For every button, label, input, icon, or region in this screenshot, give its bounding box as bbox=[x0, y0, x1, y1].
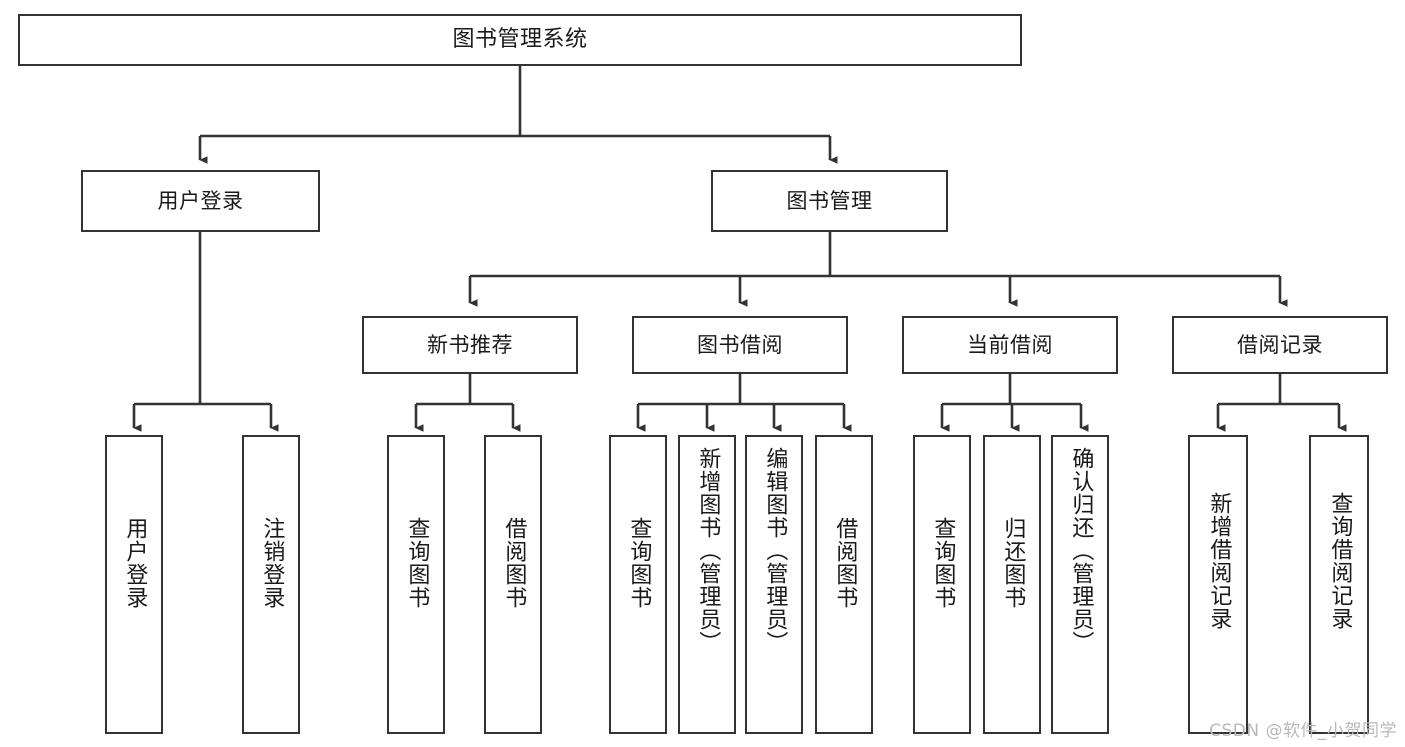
node-label: 查询图书 bbox=[404, 517, 430, 609]
node-leaf-query-book-borrow[interactable]: 查询图书 bbox=[609, 435, 667, 734]
node-leaf-add-book-admin[interactable]: 新增图书（管理员） bbox=[678, 435, 736, 734]
node-root-system[interactable]: 图书管理系统 bbox=[18, 14, 1022, 66]
node-leaf-query-book-newbook[interactable]: 查询图书 bbox=[387, 435, 445, 734]
node-label: 用户登录 bbox=[157, 188, 244, 213]
node-leaf-logout[interactable]: 注销登录 bbox=[242, 435, 300, 734]
node-leaf-user-login[interactable]: 用户登录 bbox=[105, 435, 163, 734]
node-leaf-return-book[interactable]: 归还图书 bbox=[983, 435, 1041, 734]
node-leaf-add-borrow-record[interactable]: 新增借阅记录 bbox=[1188, 435, 1248, 734]
node-leaf-query-borrow-record[interactable]: 查询借阅记录 bbox=[1309, 435, 1369, 734]
node-label: 新增借阅记录 bbox=[1206, 492, 1232, 630]
node-label: 编辑图书（管理员） bbox=[762, 447, 788, 654]
watermark: CSDN @软件_小贺同学 bbox=[1209, 721, 1397, 741]
node-user-login[interactable]: 用户登录 bbox=[81, 170, 320, 232]
node-leaf-edit-book-admin[interactable]: 编辑图书（管理员） bbox=[745, 435, 803, 734]
node-borrow-record[interactable]: 借阅记录 bbox=[1172, 316, 1388, 374]
node-label: 新增图书（管理员） bbox=[695, 447, 721, 654]
node-label: 借阅记录 bbox=[1237, 332, 1323, 357]
node-leaf-query-book-current[interactable]: 查询图书 bbox=[913, 435, 971, 734]
node-label: 当前借阅 bbox=[967, 332, 1053, 357]
node-label: 图书借阅 bbox=[697, 332, 783, 357]
node-current-borrow[interactable]: 当前借阅 bbox=[902, 316, 1118, 374]
node-label: 用户登录 bbox=[122, 517, 148, 609]
node-label: 查询图书 bbox=[626, 517, 652, 609]
node-label: 查询图书 bbox=[930, 517, 956, 609]
node-label: 归还图书 bbox=[1000, 517, 1026, 609]
node-label: 图书管理系统 bbox=[452, 27, 588, 53]
node-book-borrow[interactable]: 图书借阅 bbox=[632, 316, 848, 374]
node-label: 借阅图书 bbox=[832, 517, 858, 609]
node-leaf-confirm-return-admin[interactable]: 确认归还（管理员） bbox=[1051, 435, 1109, 734]
node-leaf-borrow-book[interactable]: 借阅图书 bbox=[815, 435, 873, 734]
node-label: 注销登录 bbox=[259, 517, 285, 609]
node-label: 借阅图书 bbox=[501, 517, 527, 609]
node-label: 新书推荐 bbox=[427, 332, 513, 357]
node-label: 确认归还（管理员） bbox=[1068, 447, 1094, 654]
node-book-management[interactable]: 图书管理 bbox=[711, 170, 948, 232]
node-leaf-borrow-book-newbook[interactable]: 借阅图书 bbox=[484, 435, 542, 734]
node-label: 图书管理 bbox=[786, 188, 873, 213]
node-new-book-recommend[interactable]: 新书推荐 bbox=[362, 316, 578, 374]
node-label: 查询借阅记录 bbox=[1327, 492, 1353, 630]
